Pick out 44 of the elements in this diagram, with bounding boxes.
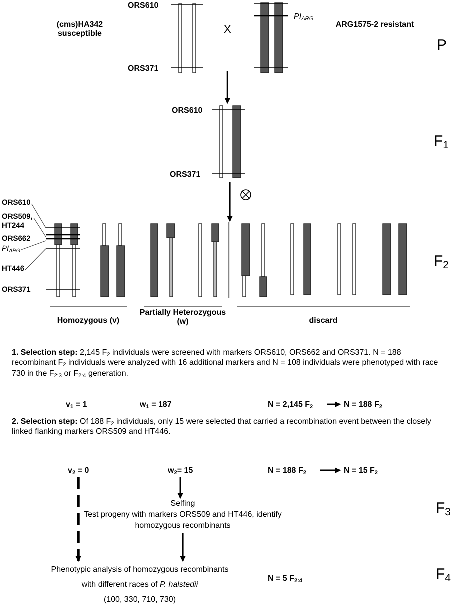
arrow [76,477,82,562]
arrow [327,402,341,408]
count-label: N = 188 F$_{2}$ [344,400,382,410]
marker-label: ORS371 [170,170,201,180]
count-label: N = 15 F$_{2}$ [344,466,378,476]
group-label: discard [308,316,339,326]
leader-line [21,240,46,250]
genotype-label: ARG1575-2 resistant [334,20,416,30]
generation-label: F$_{3}$ [436,500,452,518]
arrow [180,533,186,562]
group-label: Homozygous (v) [56,316,121,326]
count-label: N = 2,145 F$_{2}$ [268,400,314,410]
step-text: with different races of P. halstedii [80,579,200,592]
step-text: Selfing [170,499,196,510]
count-label: w$_{2}$= 15 [168,466,194,476]
cross-symbol: X [224,24,232,37]
chromosome-pair-drawing [212,104,248,180]
arrow [224,71,231,104]
gene-label: PI$_{ARG}$ [294,12,314,22]
count-label: N = 188 F$_{2}$ [268,466,306,476]
group-label: Partially Heterozygous (w) [138,308,228,326]
step-description: 1. Selection step: 2,145 F$_{2}$ individuals were screened with markers ORS610, ORS662 and ORS371. N = 188 recombinant F$_{2}$ individuals were analyzed with 16 additional markers and N = 108 individuals were phenotyped with race 730 in the F$_{2:3}$ or F$_{2:4}$ generation. [12,348,440,380]
step-text: Test progeny with markers ORS509 and HT446, identify homozygous recombinants [83,510,283,532]
generation-label: P [437,37,448,54]
arrow [227,182,233,222]
count-label: N = 5 F$_{2:4}$ [268,574,303,584]
marker-label: ORS610 [172,106,203,116]
count-label: w$_{1}$ = 187 [140,400,172,410]
step-description: 2. Selection step: Of 188 F$_{2}$ individuals, only 15 were selected that carried a recombination event between the closely linked flanking markers ORS509 and HT446. [12,417,432,438]
generation-label: F$_{2}$ [434,253,450,270]
genotype-label: (cms)HA342 susceptible [56,20,104,38]
leader-line [34,218,46,238]
marker-label: ORS371 [128,64,159,74]
leader-line [31,204,46,228]
marker-label: ORS610 [128,1,159,10]
generation-label: F$_{4}$ [436,566,452,584]
leader-line [25,248,46,270]
count-label: v$_{2}$ = 0 [68,466,90,476]
step-text: Phenotypic analysis of homozygous recombinants [50,564,230,576]
count-label: v$_{1}$ = 1 [66,400,88,410]
step-text: (100, 330, 710, 730) [102,594,178,606]
generation-label: F$_{1}$ [434,133,450,150]
arrow [320,468,341,474]
arrow [178,477,184,499]
